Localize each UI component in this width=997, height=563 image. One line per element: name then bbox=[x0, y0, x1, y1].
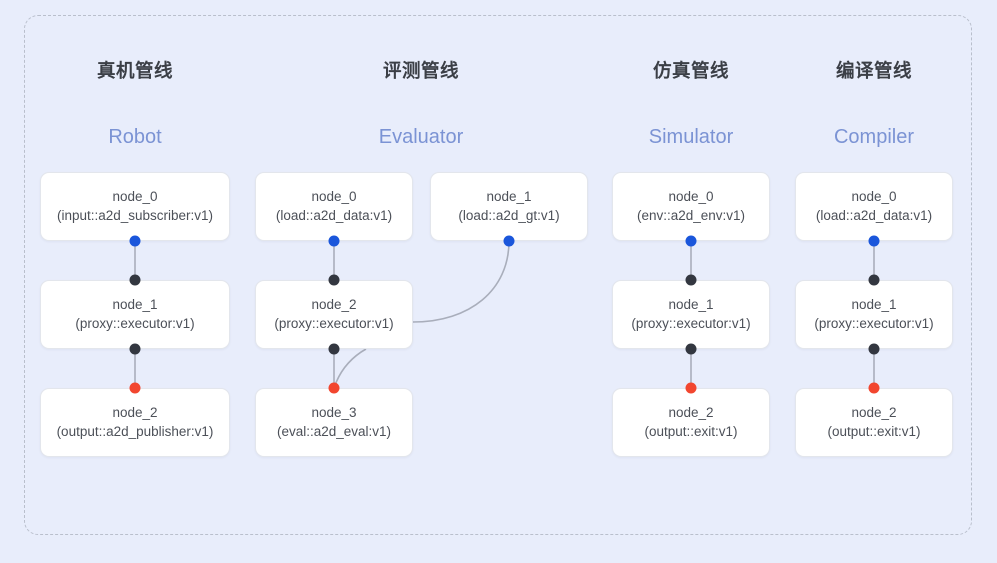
edge-evaluator-gt-to-n2 bbox=[412, 240, 510, 323]
port-input-compiler-node_2[interactable] bbox=[868, 382, 880, 394]
node-name: node_1 bbox=[486, 188, 532, 204]
node-evaluator-node_3[interactable]: node_3 (eval::a2d_eval:v1) bbox=[255, 388, 413, 457]
node-name: node_0 bbox=[112, 188, 158, 204]
port-input-evaluator-node_3[interactable] bbox=[328, 382, 340, 394]
edge-evaluator-n2-lower-to-n3 bbox=[333, 348, 367, 389]
node-type: (proxy::executor:v1) bbox=[75, 315, 195, 331]
node-compiler-node_2[interactable]: node_2 (output::exit:v1) bbox=[795, 388, 953, 457]
port-output-evaluator-node_2[interactable] bbox=[328, 343, 340, 355]
node-type: (proxy::executor:v1) bbox=[274, 315, 394, 331]
port-output-robot-node_1[interactable] bbox=[129, 343, 141, 355]
port-input-simulator-node_2[interactable] bbox=[685, 382, 697, 394]
node-name: node_2 bbox=[851, 404, 897, 420]
column-header-simulator: 仿真管线 Simulator bbox=[596, 60, 786, 148]
node-type: (load::a2d_data:v1) bbox=[815, 207, 933, 223]
node-name: node_2 bbox=[112, 404, 158, 420]
node-evaluator-node_2[interactable]: node_2 (proxy::executor:v1) bbox=[255, 280, 413, 349]
column-title-cn-evaluator: 评测管线 bbox=[382, 60, 459, 81]
node-name: node_0 bbox=[851, 188, 897, 204]
node-name: node_0 bbox=[311, 188, 357, 204]
node-type: (eval::a2d_eval:v1) bbox=[276, 423, 392, 439]
port-input-simulator-node_1[interactable] bbox=[685, 274, 697, 286]
node-type: (load::a2d_data:v1) bbox=[275, 207, 393, 223]
column-header-evaluator: 评测管线 Evaluator bbox=[326, 60, 516, 148]
node-type: (output::exit:v1) bbox=[644, 423, 738, 439]
port-output-robot-node_0[interactable] bbox=[129, 235, 141, 247]
column-title-en-robot: Robot bbox=[108, 125, 162, 148]
node-robot-node_0[interactable]: node_0 (input::a2d_subscriber:v1) bbox=[40, 172, 230, 241]
column-title-cn-compiler: 编译管线 bbox=[835, 60, 912, 81]
node-compiler-node_0[interactable]: node_0 (load::a2d_data:v1) bbox=[795, 172, 953, 241]
node-type: (proxy::executor:v1) bbox=[814, 315, 934, 331]
node-simulator-node_2[interactable]: node_2 (output::exit:v1) bbox=[612, 388, 770, 457]
node-type: (env::a2d_env:v1) bbox=[636, 207, 746, 223]
column-title-en-compiler: Compiler bbox=[833, 125, 915, 148]
diagram-dashed-frame bbox=[24, 15, 972, 535]
port-output-compiler-node_0[interactable] bbox=[868, 235, 880, 247]
port-input-compiler-node_1[interactable] bbox=[868, 274, 880, 286]
node-type: (proxy::executor:v1) bbox=[631, 315, 751, 331]
node-name: node_2 bbox=[311, 296, 357, 312]
node-robot-node_1[interactable]: node_1 (proxy::executor:v1) bbox=[40, 280, 230, 349]
node-compiler-node_1[interactable]: node_1 (proxy::executor:v1) bbox=[795, 280, 953, 349]
node-type: (output::exit:v1) bbox=[827, 423, 921, 439]
node-type: (output::a2d_publisher:v1) bbox=[56, 423, 214, 439]
column-title-cn-robot: 真机管线 bbox=[96, 60, 173, 81]
node-type: (input::a2d_subscriber:v1) bbox=[56, 207, 214, 223]
port-input-evaluator-node_2[interactable] bbox=[328, 274, 340, 286]
port-output-simulator-node_0[interactable] bbox=[685, 235, 697, 247]
node-simulator-node_1[interactable]: node_1 (proxy::executor:v1) bbox=[612, 280, 770, 349]
node-name: node_1 bbox=[112, 296, 158, 312]
column-header-robot: 真机管线 Robot bbox=[40, 60, 230, 148]
node-name: node_1 bbox=[668, 296, 714, 312]
column-title-en-evaluator: Evaluator bbox=[378, 125, 464, 148]
port-output-evaluator-node_1-gt[interactable] bbox=[503, 235, 515, 247]
node-robot-node_2[interactable]: node_2 (output::a2d_publisher:v1) bbox=[40, 388, 230, 457]
node-name: node_3 bbox=[311, 404, 357, 420]
column-header-compiler: 编译管线 Compiler bbox=[779, 60, 969, 148]
port-input-robot-node_2[interactable] bbox=[129, 382, 141, 394]
node-type: (load::a2d_gt:v1) bbox=[458, 207, 560, 223]
node-name: node_1 bbox=[851, 296, 897, 312]
port-output-simulator-node_1[interactable] bbox=[685, 343, 697, 355]
port-output-compiler-node_1[interactable] bbox=[868, 343, 880, 355]
node-evaluator-node_1-gt[interactable]: node_1 (load::a2d_gt:v1) bbox=[430, 172, 588, 241]
node-simulator-node_0[interactable]: node_0 (env::a2d_env:v1) bbox=[612, 172, 770, 241]
node-name: node_2 bbox=[668, 404, 714, 420]
node-evaluator-node_0[interactable]: node_0 (load::a2d_data:v1) bbox=[255, 172, 413, 241]
port-input-robot-node_1[interactable] bbox=[129, 274, 141, 286]
port-output-evaluator-node_0[interactable] bbox=[328, 235, 340, 247]
column-title-en-simulator: Simulator bbox=[648, 125, 734, 148]
node-name: node_0 bbox=[668, 188, 714, 204]
column-title-cn-simulator: 仿真管线 bbox=[652, 60, 729, 81]
